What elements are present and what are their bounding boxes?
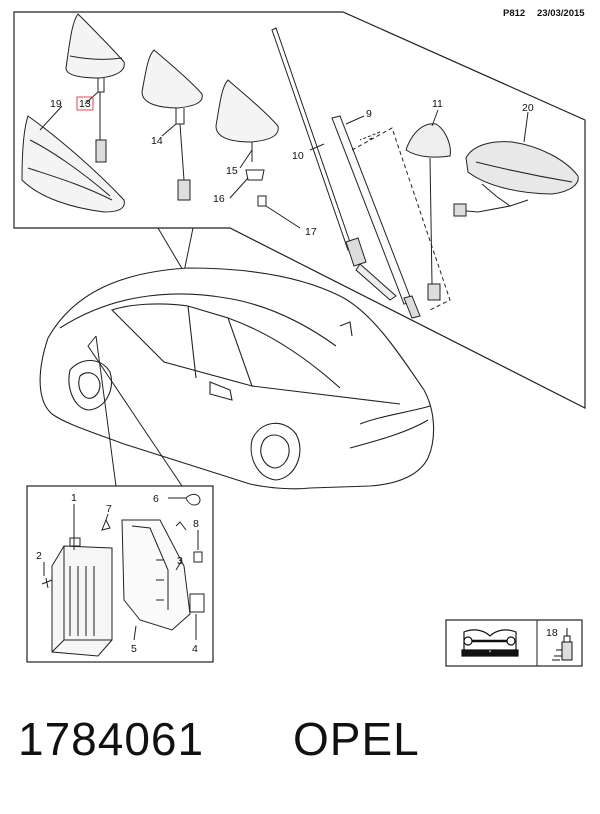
car-illustration bbox=[39, 267, 435, 490]
vehicle-make: OPEL bbox=[293, 713, 420, 765]
roof-pointer bbox=[157, 227, 194, 274]
bracket-5 bbox=[121, 519, 191, 631]
lower-pointer bbox=[87, 335, 183, 487]
part-number: 1784061 bbox=[18, 713, 205, 765]
antenna-housing-20 bbox=[453, 141, 579, 217]
callout-13: 13 bbox=[79, 98, 91, 110]
callout-18: 18 bbox=[546, 627, 558, 639]
callout-6: 6 bbox=[153, 493, 159, 505]
callout-13-highlight bbox=[76, 96, 94, 111]
shark-fin-13 bbox=[65, 13, 125, 163]
top-detail-panel bbox=[13, 11, 586, 409]
spray-can-icon bbox=[552, 628, 573, 661]
callout-9: 9 bbox=[366, 108, 372, 120]
callout-16: 16 bbox=[213, 193, 225, 205]
callout-17: 17 bbox=[305, 226, 317, 238]
callout-1: 1 bbox=[71, 492, 77, 504]
fin-cover-19 bbox=[21, 115, 125, 213]
callout-14: 14 bbox=[151, 135, 163, 147]
callout-8: 8 bbox=[193, 518, 199, 530]
rod-antenna-10 bbox=[271, 27, 397, 301]
antenna-14 bbox=[141, 49, 203, 201]
antenna-15 bbox=[215, 79, 279, 207]
lower-detail-panel bbox=[26, 485, 214, 663]
callout-15: 15 bbox=[226, 165, 238, 177]
callout-10: 10 bbox=[292, 150, 304, 162]
icon-box bbox=[445, 619, 583, 667]
radio-module-1 bbox=[51, 512, 113, 657]
callout-2: 2 bbox=[36, 550, 42, 562]
callout-7: 7 bbox=[106, 503, 112, 515]
callout-11: 11 bbox=[432, 98, 443, 110]
callout-3: 3 bbox=[177, 555, 183, 567]
manual-wrench-icon bbox=[461, 629, 519, 657]
antenna-base-11 bbox=[405, 123, 451, 301]
callout-20: 20 bbox=[522, 102, 534, 114]
callout-19: 19 bbox=[50, 98, 62, 110]
diagram-code: P812 bbox=[503, 8, 526, 19]
callout-4: 4 bbox=[192, 643, 198, 655]
diagram-date: 23/03/2015 bbox=[537, 8, 585, 19]
callout-5: 5 bbox=[131, 643, 137, 655]
rod-antenna-9 bbox=[331, 115, 421, 319]
